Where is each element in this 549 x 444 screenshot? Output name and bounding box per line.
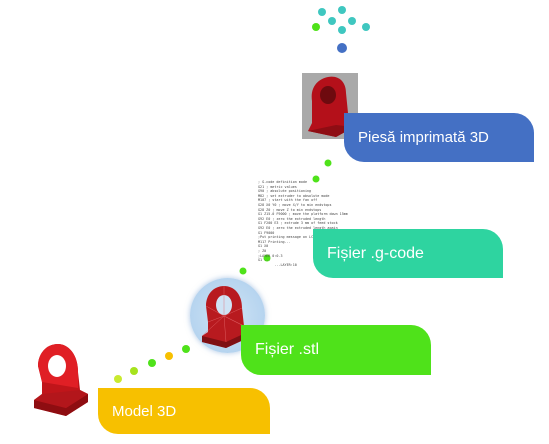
connector-dot <box>338 6 346 14</box>
connector-dot <box>239 267 247 275</box>
connector-dot <box>130 367 138 375</box>
gcode-line: ;LAYER 0:0.3 <box>258 253 283 258</box>
gcode-line: G28 X0 Y0 ; move X/Y to min endstops <box>258 202 332 207</box>
gcode-line: G1 F9000 <box>258 230 275 235</box>
connector-dot <box>318 8 326 16</box>
gcode-line: ; Z0 <box>258 248 267 253</box>
connector-dot <box>114 375 122 383</box>
connector-dot <box>148 359 156 367</box>
gcode-line: G92 E0 ; zero the extruded length again <box>258 225 338 230</box>
connector-dot <box>182 345 190 353</box>
gcode-line: G1 Z15.0 F9000 ; move the platform down … <box>258 212 348 217</box>
gcode-line: M82 ; set extruder to absolute mode <box>258 193 330 198</box>
gcode-line: G90 ; absolute positioning <box>258 189 312 194</box>
gcode-line: G1 X0 <box>258 244 269 249</box>
connector-dot <box>348 17 356 25</box>
connector-dot <box>324 159 332 167</box>
gcode-line: M107 ; start with the fan off <box>258 198 318 203</box>
connector-dot <box>337 43 347 53</box>
gcode-line: G1 F200 E3 ; extrude 3 mm of feed stock <box>258 221 338 226</box>
gcode-line: G28 Z0 ; move Z to min endstops <box>258 207 322 212</box>
connector-dot <box>263 254 271 262</box>
connector-dot <box>312 175 320 183</box>
connector-dot <box>328 17 336 25</box>
gcode-line: ...LAYER:10 <box>258 262 297 266</box>
gcode-line: G92 E0 ; zero the extruded length <box>258 216 326 221</box>
3d-model-icon <box>34 344 88 416</box>
step-label-printed-part: Piesă imprimată 3D <box>344 113 534 162</box>
connector-dot <box>338 26 346 34</box>
step-label-gcode-file: Fișier .g-code <box>313 229 503 278</box>
step-label-stl-file: Fișier .stl <box>241 325 431 375</box>
gcode-line: G1 ... <box>258 258 271 263</box>
connector-dot <box>312 23 320 31</box>
gcode-line: ; G-code definition mode <box>258 180 307 184</box>
gcode-line: M117 Printing... <box>258 239 291 244</box>
connector-dot <box>362 23 370 31</box>
connector-dot <box>165 352 173 360</box>
step-label-model-3d: Model 3D <box>98 388 270 434</box>
gcode-line: G21 ; metric values <box>258 184 297 189</box>
